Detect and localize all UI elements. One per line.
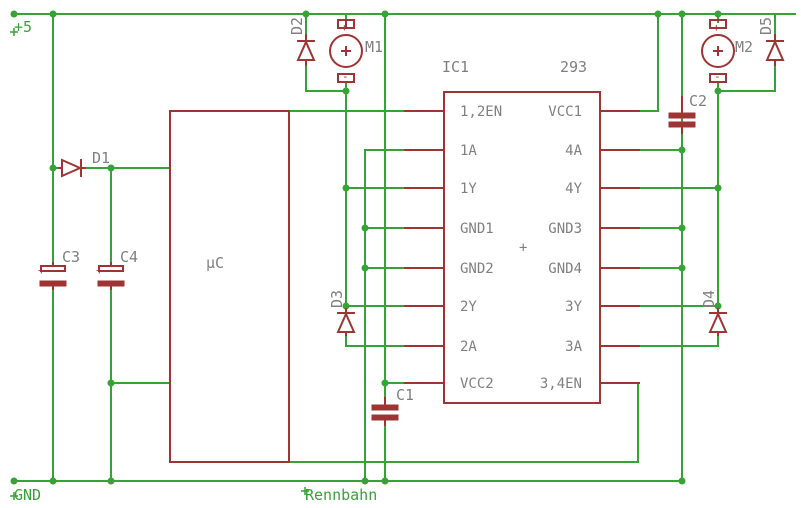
ic1-pin-label: 1A xyxy=(460,143,477,159)
diode-d1: D1 xyxy=(58,149,110,178)
junction-dot xyxy=(10,10,18,18)
ic1-driver: IC1 293 + 1,2EN 1A 1Y GND1 GND2 2Y 2A VC… xyxy=(404,58,640,404)
ic1-pin-label: 1Y xyxy=(460,181,477,197)
c1-label: C1 xyxy=(396,386,414,404)
junction-dot xyxy=(714,302,722,310)
c4-label: C4 xyxy=(120,248,138,266)
junction-dot xyxy=(361,264,369,272)
ic1-value-label: 293 xyxy=(560,58,587,76)
junction-dot xyxy=(342,87,350,95)
capacitor-c2: C2 xyxy=(668,92,707,134)
diode-d4: D4 xyxy=(700,290,728,336)
d1-label: D1 xyxy=(92,149,110,167)
junction-dot xyxy=(678,146,686,154)
c4-plus-sign: + xyxy=(96,264,103,277)
junction-dot xyxy=(714,10,722,18)
vcc-net-label: +5 xyxy=(14,18,32,36)
junction-dot xyxy=(678,10,686,18)
ic1-pin-label: 3,4EN xyxy=(540,376,582,392)
mcu-label: µC xyxy=(206,254,224,272)
junction-dot xyxy=(678,224,686,232)
junction-dot xyxy=(361,224,369,232)
diode-d2: D2 xyxy=(288,17,316,66)
ic1-pin-label: GND2 xyxy=(460,261,494,277)
m1-plus-sign: + xyxy=(341,21,348,34)
diode-d5: D5 xyxy=(757,17,785,66)
junction-dot xyxy=(49,10,57,18)
m2-plus-sign: + xyxy=(713,21,720,34)
d4-label: D4 xyxy=(700,290,718,308)
ic1-pin-label: 2Y xyxy=(460,299,477,315)
ic1-pin-label: 1,2EN xyxy=(460,104,502,120)
capacitor-c4: + C4 xyxy=(96,248,138,290)
junction-dot xyxy=(107,164,115,172)
d3-label: D3 xyxy=(328,290,346,308)
motor-m2: + - M2 xyxy=(701,19,753,83)
ic1-origin-cross: + xyxy=(519,240,527,256)
junction-dot xyxy=(381,379,389,387)
m1-minus-sign: - xyxy=(342,70,349,83)
d2-label: D2 xyxy=(288,17,306,35)
capacitor-c3: + C3 xyxy=(38,248,80,290)
junction-dot xyxy=(714,184,722,192)
junction-dot xyxy=(342,184,350,192)
junction-dot xyxy=(302,10,310,18)
track-net-label: Rennbahn xyxy=(305,486,377,504)
junction-dot xyxy=(49,164,57,172)
c3-label: C3 xyxy=(62,248,80,266)
c2-label: C2 xyxy=(689,92,707,110)
diode-d3: D3 xyxy=(328,290,356,336)
junction-dot xyxy=(381,477,389,485)
ic1-pin-label: 3A xyxy=(565,339,582,355)
capacitor-c1: C1 xyxy=(371,386,414,426)
ic1-pin-label: GND4 xyxy=(548,261,582,277)
junction-dot xyxy=(678,477,686,485)
c3-plus-sign: + xyxy=(38,264,45,277)
junction-dot xyxy=(342,302,350,310)
junctions xyxy=(10,10,722,485)
d5-label: D5 xyxy=(757,17,775,35)
ic1-pin-label: VCC1 xyxy=(548,104,582,120)
ic1-ref-label: IC1 xyxy=(442,58,469,76)
ic1-pin-label: 4Y xyxy=(565,181,582,197)
ic1-pin-label: 4A xyxy=(565,143,582,159)
junction-dot xyxy=(361,477,369,485)
junction-dot xyxy=(678,264,686,272)
m2-minus-sign: - xyxy=(714,70,721,83)
net-labels: +5 GND Rennbahn xyxy=(10,18,377,504)
microcontroller: µC xyxy=(169,110,290,463)
junction-dot xyxy=(654,10,662,18)
ic1-pin-label: 2A xyxy=(460,339,477,355)
m1-label: M1 xyxy=(365,38,383,56)
junction-dot xyxy=(107,477,115,485)
ic1-pin-label: GND3 xyxy=(548,221,582,237)
junction-dot xyxy=(714,87,722,95)
motor-m1: + - M1 xyxy=(329,19,383,83)
junction-dot xyxy=(381,10,389,18)
m2-label: M2 xyxy=(735,38,753,56)
ic1-pin-label: 3Y xyxy=(565,299,582,315)
junction-dot xyxy=(107,379,115,387)
junction-dot xyxy=(10,477,18,485)
ic1-pin-label: GND1 xyxy=(460,221,494,237)
junction-dot xyxy=(49,477,57,485)
gnd-net-label: GND xyxy=(14,486,41,504)
ic1-pin-label: VCC2 xyxy=(460,376,494,392)
